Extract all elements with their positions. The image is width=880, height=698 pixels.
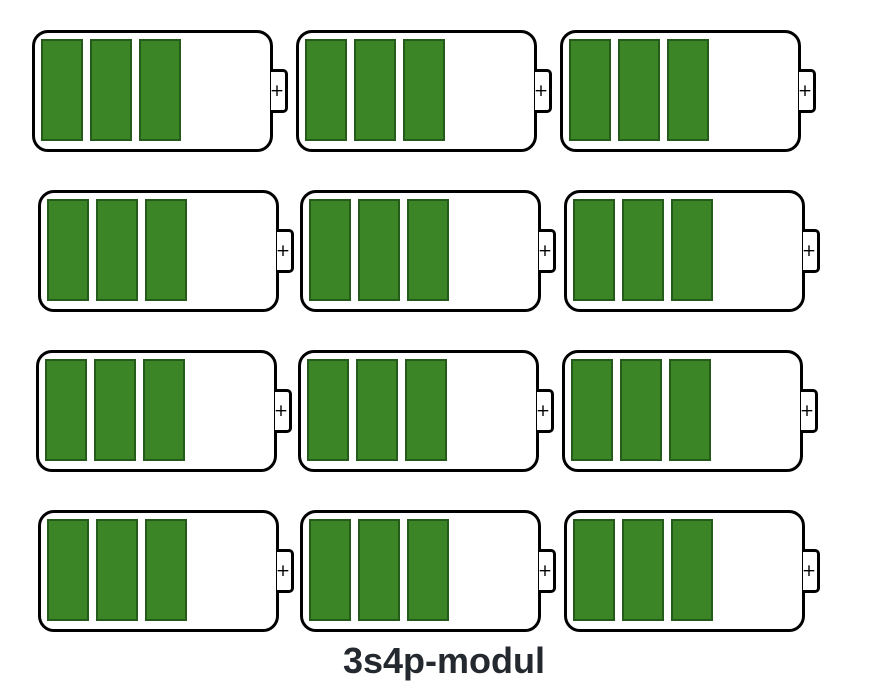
battery-cell-1-1: + xyxy=(32,30,294,152)
charge-bar xyxy=(671,199,713,301)
battery-body xyxy=(564,510,805,632)
positive-terminal: + xyxy=(801,229,820,273)
positive-terminal: + xyxy=(801,549,820,593)
battery-cell-4-1: + xyxy=(38,510,300,632)
charge-level xyxy=(573,199,713,301)
battery-body xyxy=(32,30,273,152)
charge-level xyxy=(307,359,447,461)
battery-cell-4-3: + xyxy=(564,510,826,632)
charge-bar xyxy=(145,519,187,621)
charge-bar xyxy=(309,199,351,301)
battery-cell-3-1: + xyxy=(36,350,298,472)
charge-bar xyxy=(407,519,449,621)
plus-icon: + xyxy=(799,400,815,421)
battery-cell-2-3: + xyxy=(564,190,826,312)
charge-bar xyxy=(407,199,449,301)
charge-bar xyxy=(47,519,89,621)
positive-terminal: + xyxy=(799,389,818,433)
battery-cell-2-1: + xyxy=(38,190,300,312)
charge-level xyxy=(573,519,713,621)
positive-terminal: + xyxy=(275,549,294,593)
charge-bar xyxy=(47,199,89,301)
battery-cell-3-3: + xyxy=(562,350,824,472)
battery-body xyxy=(300,190,541,312)
charge-bar xyxy=(571,359,613,461)
plus-icon: + xyxy=(535,400,551,421)
positive-terminal: + xyxy=(537,549,556,593)
charge-bar xyxy=(573,519,615,621)
plus-icon: + xyxy=(537,560,553,581)
battery-body xyxy=(296,30,537,152)
charge-level xyxy=(309,199,449,301)
charge-bar xyxy=(305,39,347,141)
battery-body xyxy=(300,510,541,632)
charge-level xyxy=(571,359,711,461)
charge-bar xyxy=(307,359,349,461)
positive-terminal: + xyxy=(537,229,556,273)
charge-bar xyxy=(405,359,447,461)
plus-icon: + xyxy=(797,80,813,101)
charge-bar xyxy=(145,199,187,301)
plus-icon: + xyxy=(269,80,285,101)
positive-terminal: + xyxy=(535,389,554,433)
charge-bar xyxy=(96,519,138,621)
battery-body xyxy=(298,350,539,472)
charge-level xyxy=(41,39,181,141)
charge-bar xyxy=(358,199,400,301)
charge-bar xyxy=(139,39,181,141)
charge-bar xyxy=(94,359,136,461)
charge-bar xyxy=(569,39,611,141)
charge-bar xyxy=(622,519,664,621)
battery-body xyxy=(562,350,803,472)
charge-bar xyxy=(669,359,711,461)
battery-cell-4-2: + xyxy=(300,510,562,632)
charge-level xyxy=(309,519,449,621)
plus-icon: + xyxy=(275,560,291,581)
charge-level xyxy=(45,359,185,461)
charge-level xyxy=(305,39,445,141)
battery-body xyxy=(38,510,279,632)
battery-body xyxy=(564,190,805,312)
charge-bar xyxy=(96,199,138,301)
battery-cell-2-2: + xyxy=(300,190,562,312)
battery-cell-1-3: + xyxy=(560,30,822,152)
battery-body xyxy=(36,350,277,472)
charge-bar xyxy=(618,39,660,141)
plus-icon: + xyxy=(273,400,289,421)
positive-terminal: + xyxy=(269,69,288,113)
charge-bar xyxy=(309,519,351,621)
plus-icon: + xyxy=(801,240,817,261)
charge-level xyxy=(47,199,187,301)
battery-body xyxy=(560,30,801,152)
charge-level xyxy=(569,39,709,141)
positive-terminal: + xyxy=(533,69,552,113)
charge-bar xyxy=(667,39,709,141)
positive-terminal: + xyxy=(797,69,816,113)
positive-terminal: + xyxy=(273,389,292,433)
charge-bar xyxy=(354,39,396,141)
plus-icon: + xyxy=(801,560,817,581)
positive-terminal: + xyxy=(275,229,294,273)
charge-bar xyxy=(358,519,400,621)
charge-bar xyxy=(41,39,83,141)
plus-icon: + xyxy=(533,80,549,101)
charge-bar xyxy=(573,199,615,301)
charge-bar xyxy=(90,39,132,141)
charge-bar xyxy=(403,39,445,141)
battery-cell-1-2: + xyxy=(296,30,558,152)
charge-bar xyxy=(620,359,662,461)
charge-level xyxy=(47,519,187,621)
plus-icon: + xyxy=(275,240,291,261)
charge-bar xyxy=(671,519,713,621)
charge-bar xyxy=(45,359,87,461)
charge-bar xyxy=(143,359,185,461)
battery-body xyxy=(38,190,279,312)
battery-cell-3-2: + xyxy=(298,350,560,472)
charge-bar xyxy=(622,199,664,301)
charge-bar xyxy=(356,359,398,461)
module-title: 3s4p-modul xyxy=(342,640,546,681)
plus-icon: + xyxy=(537,240,553,261)
